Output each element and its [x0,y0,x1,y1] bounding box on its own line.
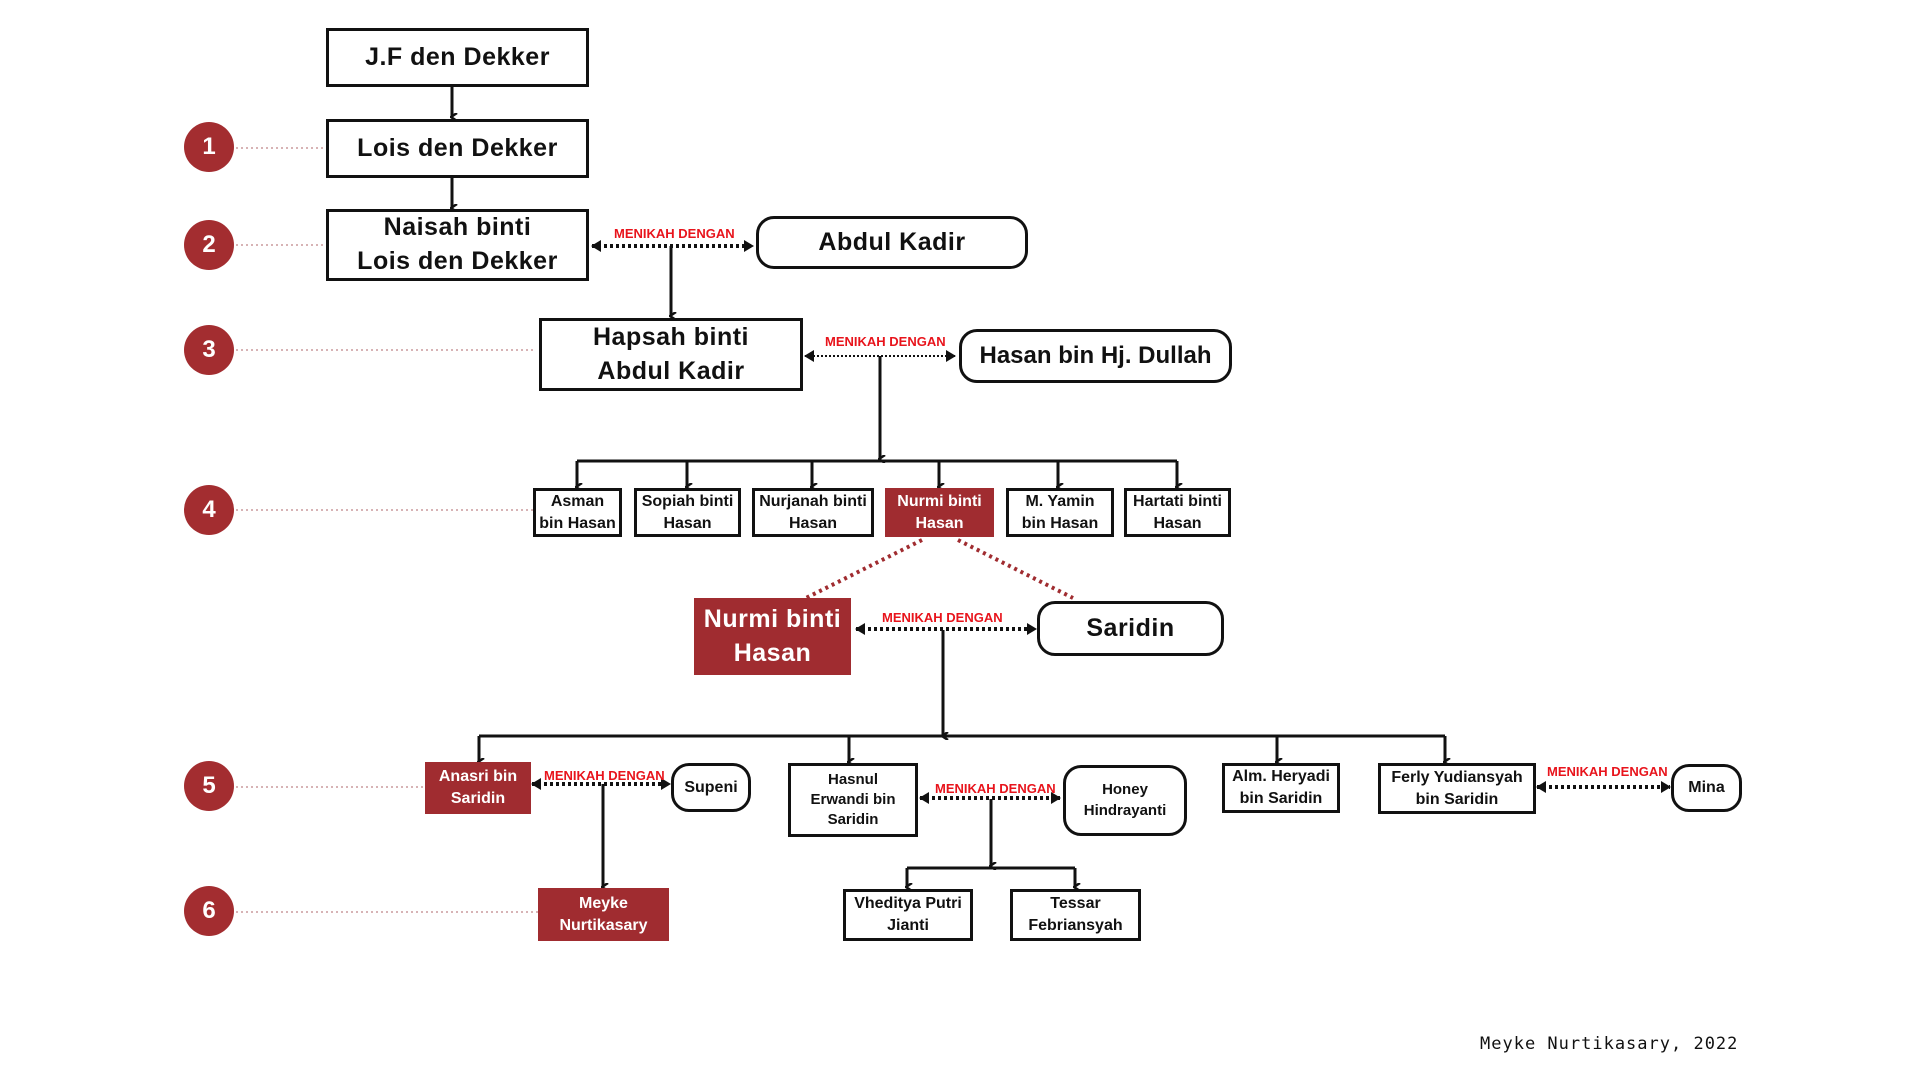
person-hartati: Hartati binti Hasan [1124,488,1231,537]
person-tessar: Tessar Febriansyah [1010,889,1141,941]
person-mina: Mina [1671,764,1742,812]
marriage-label: MENIKAH DENGAN [1547,764,1668,779]
marriage-label: MENIKAH DENGAN [825,334,946,349]
person-hasnul-erwandi: Hasnul Erwandi bin Saridin [788,763,918,837]
person-naisah: Naisah binti Lois den Dekker [326,209,589,281]
person-asman: Asman bin Hasan [533,488,622,537]
generation-badge-1: 1 [184,122,234,172]
person-anasri: Anasri bin Saridin [425,762,531,814]
generation-badge-3: 3 [184,325,234,375]
person-saridin: Saridin [1037,601,1224,656]
marriage-label: MENIKAH DENGAN [882,610,1003,625]
generation-badge-2: 2 [184,220,234,270]
marriage-label: MENIKAH DENGAN [544,768,665,783]
signature: Meyke Nurtikasary, 2022 [1480,1034,1739,1054]
person-heryadi: Alm. Heryadi bin Saridin [1222,763,1340,813]
marriage-label: MENIKAH DENGAN [935,781,1056,796]
person-meyke-nurtikasary: Meyke Nurtikasary [538,888,669,941]
generation-badge-6: 6 [184,886,234,936]
person-lois-den-dekker: Lois den Dekker [326,119,589,178]
person-jf-den-dekker: J.F den Dekker [326,28,589,87]
person-m-yamin: M. Yamin bin Hasan [1006,488,1114,537]
person-supeni: Supeni [671,763,751,812]
person-nurmi-highlighted: Nurmi binti Hasan [885,488,994,537]
generation-badge-4: 4 [184,485,234,535]
marriage-label: MENIKAH DENGAN [614,226,735,241]
person-abdul-kadir: Abdul Kadir [756,216,1028,269]
person-nurjanah: Nurjanah binti Hasan [752,488,874,537]
person-ferly-yudiansyah: Ferly Yudiansyah bin Saridin [1378,763,1536,814]
person-honey-hindrayanti: Honey Hindrayanti [1063,765,1187,836]
person-hasan-bin-hj-dullah: Hasan bin Hj. Dullah [959,329,1232,383]
person-sopiah: Sopiah binti Hasan [634,488,741,537]
person-vheditya: Vheditya Putri Jianti [843,889,973,941]
person-nurmi-binti-hasan: Nurmi binti Hasan [694,598,851,675]
person-hapsah: Hapsah binti Abdul Kadir [539,318,803,391]
generation-badge-5: 5 [184,761,234,811]
